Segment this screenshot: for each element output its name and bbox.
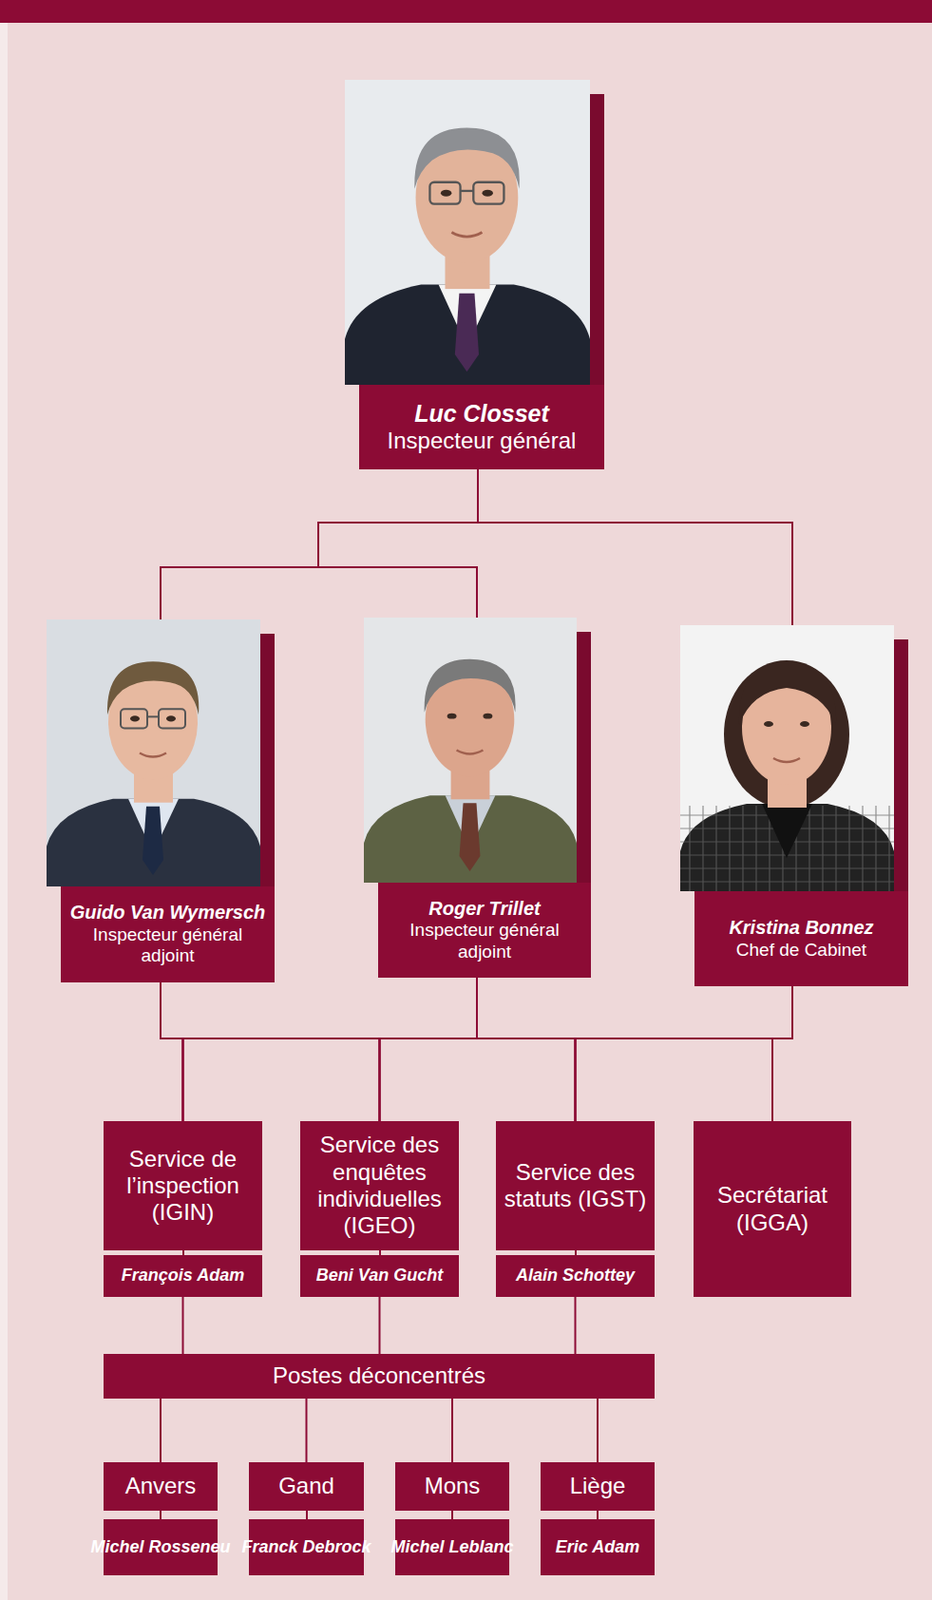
org-connector	[183, 986, 794, 1122]
org-connector	[160, 982, 184, 1122]
head-name: Michel Leblanc	[390, 1537, 514, 1558]
org-connector	[379, 1296, 381, 1354]
head-name: François Adam	[121, 1265, 245, 1286]
unit-box: Service des statuts (IGST) Alain Schottey	[495, 1121, 655, 1297]
person-card: Guido Van WymerschInspecteur général adj…	[46, 619, 275, 983]
unit-box: Service des enquêtes individuelles (IGEO…	[300, 1121, 459, 1297]
portrait-photo	[363, 617, 577, 883]
org-connector	[574, 1296, 577, 1354]
org-connector	[575, 986, 794, 1122]
unit-name: Service des statuts (IGST)	[501, 1159, 649, 1214]
unit-heading-box: Anvers	[103, 1462, 218, 1511]
person-name: Roger Trillet	[428, 897, 540, 921]
job-title: Inspecteur général adjoint	[65, 924, 270, 968]
person-card: Luc ClossetInspecteur général	[344, 79, 605, 470]
org-connector	[380, 977, 478, 1122]
org-connector	[160, 469, 478, 620]
portrait-photo	[46, 619, 261, 887]
unit-box: Postes déconcentrés	[103, 1353, 655, 1399]
joining-line	[159, 1510, 162, 1520]
unit-heading-box: Postes déconcentrés	[103, 1353, 655, 1399]
joining-line	[596, 1510, 599, 1520]
unit-heading-box: Secrétariat (IGGA)	[693, 1121, 852, 1297]
portrait-photo	[344, 79, 590, 385]
unit-name: Anvers	[125, 1472, 197, 1500]
org-connector	[182, 1296, 185, 1354]
unit-box: Service de l’inspection (IGIN) François A…	[103, 1121, 263, 1297]
portrait-photo	[680, 625, 894, 892]
head-name-strip: Eric Adam	[540, 1519, 655, 1576]
org-connector	[183, 977, 478, 1122]
org-connector	[160, 982, 381, 1122]
unit-box: LiègeEric Adam	[540, 1462, 655, 1576]
org-connector	[305, 1398, 308, 1463]
head-name-strip: Michel Rosseneu	[103, 1519, 218, 1576]
person-name: Kristina Bonnez	[728, 916, 874, 940]
org-connector	[477, 469, 793, 626]
name-caption: Kristina BonnezChef de Cabinet	[694, 891, 909, 987]
unit-name: Postes déconcentrés	[272, 1362, 486, 1389]
org-connector	[380, 986, 794, 1122]
head-name-strip: Michel Leblanc	[395, 1519, 510, 1576]
person-card: Kristina BonnezChef de Cabinet	[680, 625, 909, 987]
head-name-strip: Beni Van Gucht	[300, 1255, 459, 1297]
unit-name: Liège	[570, 1472, 627, 1500]
head-name-strip: Franck Debrock	[248, 1519, 364, 1576]
unit-heading-box: Service de l’inspection (IGIN)	[103, 1121, 263, 1251]
head-name: Michel Rosseneu	[90, 1537, 230, 1558]
job-title: Inspecteur général	[387, 427, 577, 455]
page-margin	[0, 22, 8, 1600]
unit-heading-box: Gand	[248, 1462, 364, 1511]
unit-box: Secrétariat (IGGA)	[693, 1121, 852, 1297]
head-name: Alain Schottey	[515, 1265, 635, 1286]
header-band	[0, 0, 932, 23]
org-connector	[318, 469, 478, 618]
unit-heading-box: Liège	[540, 1462, 655, 1511]
org-connector	[160, 982, 576, 1122]
person-card: Roger TrilletInspecteur général adjoint	[363, 617, 591, 978]
unit-box: AnversMichel Rosseneu	[103, 1462, 218, 1576]
person-name: Guido Van Wymersch	[70, 901, 267, 925]
joining-line	[305, 1510, 308, 1520]
org-connector	[451, 1398, 454, 1463]
head-name: Franck Debrock	[241, 1537, 371, 1558]
unit-heading-box: Service des statuts (IGST)	[495, 1121, 655, 1251]
head-name: Eric Adam	[555, 1537, 640, 1558]
unit-heading-box: Mons	[395, 1462, 510, 1511]
person-name: Luc Closset	[414, 399, 550, 429]
name-caption: Luc ClossetInspecteur général	[359, 384, 605, 470]
unit-name: Mons	[424, 1472, 481, 1500]
unit-heading-box: Service des enquêtes individuelles (IGEO…	[300, 1121, 459, 1251]
job-title: Chef de Cabinet	[736, 939, 867, 961]
head-name: Beni Van Gucht	[316, 1265, 443, 1286]
unit-name: Service de l’inspection (IGIN)	[109, 1145, 257, 1227]
unit-name: Service des enquêtes individuelles (IGEO…	[305, 1131, 454, 1239]
head-name-strip: François Adam	[103, 1255, 263, 1297]
unit-name: Secrétariat (IGGA)	[699, 1181, 846, 1237]
org-connector	[772, 986, 793, 1122]
org-connector	[476, 977, 773, 1122]
name-caption: Guido Van WymerschInspecteur général adj…	[60, 886, 275, 983]
unit-name: Gand	[278, 1472, 335, 1500]
org-connector	[160, 982, 773, 1122]
org-connector	[596, 1398, 599, 1463]
org-connector	[159, 1398, 162, 1463]
joining-line	[451, 1510, 454, 1520]
head-name-strip: Alain Schottey	[495, 1255, 655, 1297]
name-caption: Roger TrilletInspecteur général adjoint	[378, 882, 591, 978]
unit-box: GandFranck Debrock	[248, 1462, 364, 1576]
unit-box: MonsMichel Leblanc	[395, 1462, 510, 1576]
job-title: Inspecteur général adjoint	[382, 919, 587, 963]
org-connector	[476, 977, 576, 1122]
